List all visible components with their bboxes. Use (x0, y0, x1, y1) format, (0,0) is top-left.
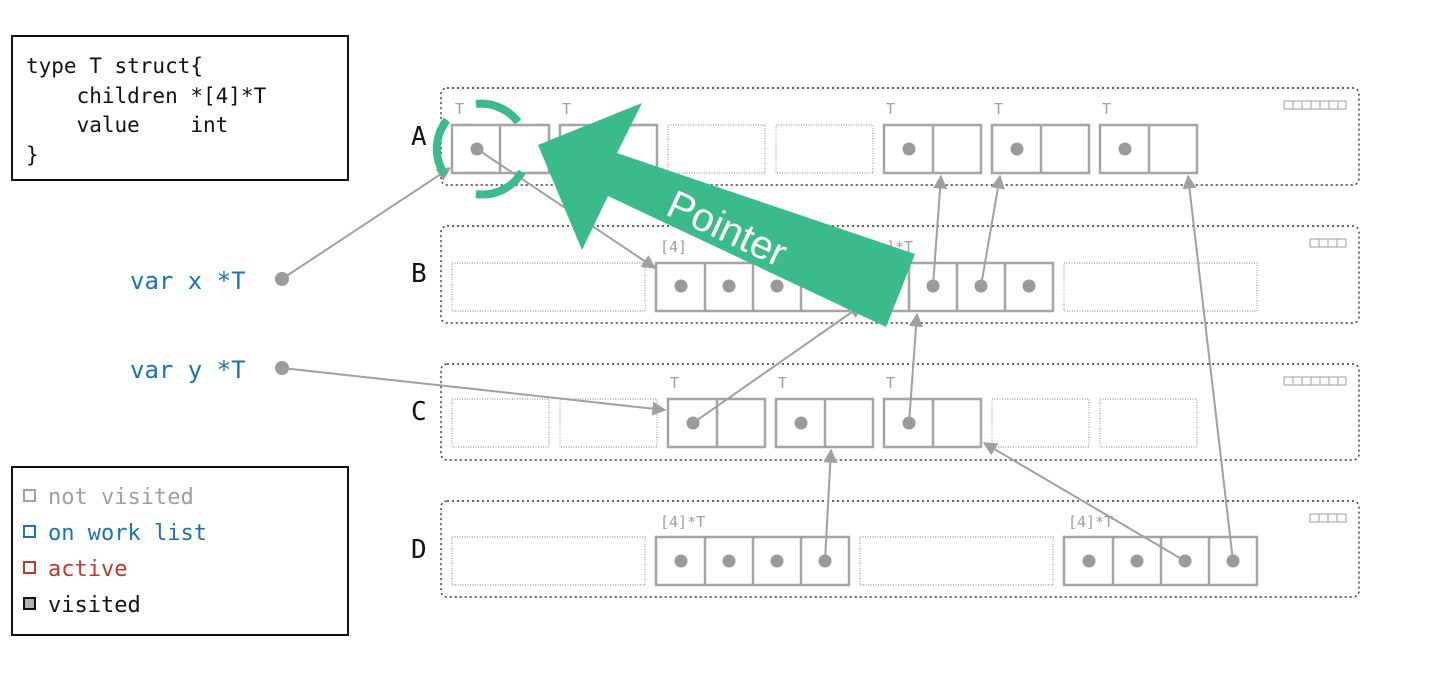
legend-label: active (48, 557, 127, 582)
variable-x-label: var x *T (130, 267, 246, 295)
free-slot (451, 398, 550, 448)
legend-item-not-visited: not visited (23, 485, 194, 510)
object-a7 (1098, 123, 1199, 175)
free-slot (1063, 262, 1258, 312)
pointer-arrow (692, 304, 864, 424)
type-label-t: T (886, 100, 895, 118)
legend-swatch (23, 561, 36, 574)
span-label-c: C (411, 397, 427, 427)
legend-item-on-work-list: on work list (23, 521, 207, 546)
highlight-ring (475, 169, 526, 199)
legend-label: on work list (48, 521, 207, 546)
code-line-4: } (26, 143, 39, 167)
type-label-t: T (994, 100, 1003, 118)
span-c (440, 363, 1360, 461)
free-slot (1099, 398, 1198, 448)
legend-label: not visited (48, 485, 194, 510)
type-label-t: T (778, 374, 787, 392)
object-d3 (1062, 535, 1259, 587)
span-label-d: D (411, 535, 427, 565)
highlight-ring (475, 99, 522, 125)
span-a-bitmap (1283, 100, 1347, 110)
pointer-arrow (980, 174, 1005, 287)
free-slot (667, 124, 766, 174)
code-line-2: children *[4]*T (26, 84, 267, 108)
span-c-bitmap (1283, 376, 1347, 386)
legend-item-active: active (23, 557, 127, 582)
free-slot (559, 398, 658, 448)
type-label-array: [4]*T (1068, 513, 1113, 531)
pointer-arrow (823, 448, 838, 562)
legend-swatch (23, 489, 36, 502)
type-label-t: T (455, 100, 464, 118)
legend-swatch (23, 525, 36, 538)
variable-y-label: var y *T (130, 356, 246, 384)
legend: not visited on work list active visited (11, 466, 349, 636)
span-b-bitmap (1309, 238, 1347, 248)
free-slot (991, 398, 1090, 448)
type-label-t: T (886, 374, 895, 392)
legend-swatch (23, 597, 36, 610)
span-d-bitmap (1309, 513, 1347, 523)
legend-item-visited: visited (23, 593, 141, 618)
code-box: type T struct{ children *[4]*T value int… (11, 35, 349, 181)
object-a6 (990, 123, 1091, 175)
type-label-array: [4]*T (660, 513, 705, 531)
object-d1 (654, 535, 851, 587)
variable-y: var y *T (130, 356, 289, 384)
free-slot (451, 536, 646, 586)
span-d (440, 500, 1360, 598)
variable-x: var x *T (130, 267, 289, 295)
code-line-3: value int (26, 113, 228, 137)
pointer-arrow (908, 312, 924, 424)
pointer-arrow (281, 367, 667, 416)
span-label-b: B (411, 259, 427, 289)
type-label-t: T (670, 374, 679, 392)
free-slot (775, 124, 874, 174)
type-label-t: T (562, 100, 571, 118)
type-label-t: T (1102, 100, 1111, 118)
highlight-ring (432, 117, 451, 178)
pointer-callout-arrow (538, 103, 915, 327)
code-line-1: type T struct{ (26, 54, 203, 78)
type-label-array-partial: [4] (660, 238, 687, 256)
free-slot (859, 536, 1054, 586)
pointer-arrows (281, 148, 1234, 562)
span-label-a: A (411, 122, 427, 152)
pointer-arrow (1182, 174, 1234, 562)
object-c4 (774, 397, 875, 449)
object-a5 (882, 123, 983, 175)
pointer-arrow (982, 442, 1186, 562)
object-c5 (882, 397, 983, 449)
pointer-arrow (932, 174, 948, 287)
free-slot (451, 262, 646, 312)
legend-label: visited (48, 593, 141, 618)
pointer-arrow (281, 167, 452, 280)
